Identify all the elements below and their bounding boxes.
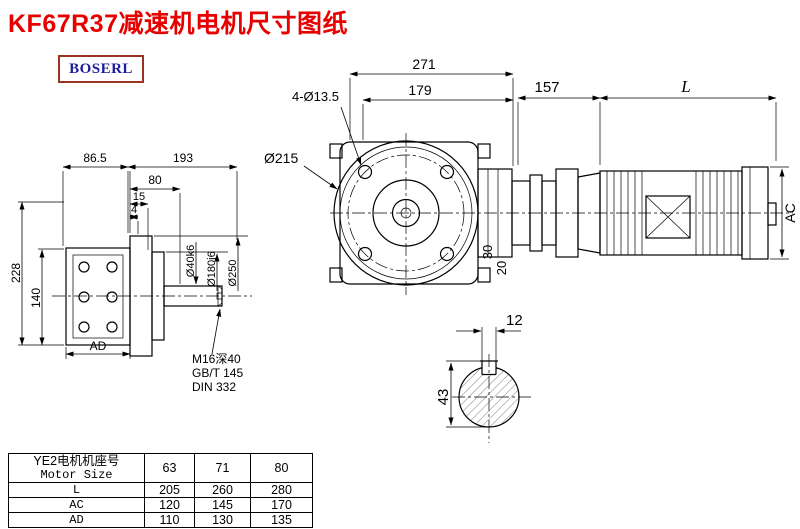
motor-size-header: YE2电机机座号 Motor Size — [8, 453, 145, 483]
bolt-hole — [106, 291, 118, 303]
bolt-hole — [78, 291, 90, 303]
output-shaft — [163, 285, 223, 307]
bolt-holes-label: 4-Ø13.5 — [292, 89, 339, 104]
dim-30-label: 30 — [480, 245, 495, 259]
bolt-hole — [106, 321, 118, 333]
dim-4-label: 4 — [131, 204, 137, 216]
bolt-hole — [106, 261, 118, 273]
value-AD-71: 130 — [194, 512, 251, 528]
value-L-80: 280 — [250, 482, 313, 498]
tap-note-line3: DIN 332 — [192, 380, 236, 394]
shaft-height-label: 43 — [435, 389, 452, 406]
spigot-diameter-label: Ø180j6 — [206, 251, 218, 286]
dim-15-label: 15 — [133, 191, 145, 203]
terminal-box — [645, 195, 691, 239]
value-AC-63: 120 — [144, 497, 195, 513]
row-label-AC: AC — [8, 497, 145, 513]
flange-diameter-label: Ø250 — [227, 260, 239, 287]
key-width-label: 12 — [506, 312, 523, 329]
dim-20-label: 20 — [494, 261, 509, 275]
flange-diameter-label: Ø215 — [264, 150, 298, 166]
cooling-fins — [606, 171, 739, 255]
dim-157-label: 157 — [534, 79, 559, 96]
dim-AD-label: AD — [90, 339, 107, 353]
section-centerlines — [452, 354, 531, 443]
value-AD-63: 110 — [144, 512, 195, 528]
dim-140-label: 140 — [29, 288, 43, 308]
row-label-AD: AD — [8, 512, 145, 528]
tap-note-line1: M16深40 — [192, 352, 241, 366]
bolt-hole — [439, 246, 455, 262]
front-view: 271 179 4-Ø13.5 Ø215 30 20 — [264, 56, 514, 295]
motor-view: 157 L AC — [330, 77, 798, 260]
hub-circle — [372, 179, 440, 247]
dim-80-label: 80 — [148, 173, 162, 187]
row-label-L: L — [8, 482, 145, 498]
shaft-diameter-label: Ø40k6 — [185, 245, 197, 277]
bolt-hole — [78, 321, 90, 333]
table-row-AD: AD 110 130 135 — [8, 512, 313, 528]
frame-size-63: 63 — [144, 453, 195, 483]
dim-179-label: 179 — [408, 82, 432, 98]
tap-note-line2: GB/T 145 — [192, 366, 243, 380]
page-title: KF67R37减速机电机尺寸图纸 — [8, 10, 348, 38]
dimension-table: YE2电机机座号 Motor Size 63 71 80 L 205 260 2… — [8, 453, 313, 528]
dim-AC-label: AC — [782, 203, 798, 222]
dim-86-5-label: 86.5 — [83, 151, 107, 165]
table-row-L: L 205 260 280 — [8, 482, 313, 498]
frame-size-80: 80 — [250, 453, 313, 483]
value-AD-80: 135 — [250, 512, 313, 528]
brand-logo: BOSERL — [58, 55, 144, 83]
table-header-row: YE2电机机座号 Motor Size 63 71 80 — [8, 453, 313, 483]
bolt-hole — [439, 164, 455, 180]
value-AC-71: 145 — [194, 497, 251, 513]
bolt-hole — [78, 261, 90, 273]
dim-193-label: 193 — [173, 151, 193, 165]
motor-size-header-en: Motor Size — [40, 468, 113, 482]
shaft-section-view: 12 43 — [435, 312, 531, 443]
frame-size-71: 71 — [194, 453, 251, 483]
dim-228-label: 228 — [9, 263, 23, 283]
dim-L-label: L — [680, 77, 690, 96]
bolt-hole — [357, 246, 373, 262]
value-L-63: 205 — [144, 482, 195, 498]
value-L-71: 260 — [194, 482, 251, 498]
dim-271-label: 271 — [412, 56, 436, 72]
bolt-hole — [357, 164, 373, 180]
side-view: Ø40k6 Ø180j6 Ø250 86.5 193 80 15 4 228 1… — [9, 151, 252, 394]
value-AC-80: 170 — [250, 497, 313, 513]
mounting-face — [65, 247, 131, 346]
table-row-AC: AC 120 145 170 — [8, 497, 313, 513]
motor-size-header-cn: YE2电机机座号 — [33, 454, 120, 468]
